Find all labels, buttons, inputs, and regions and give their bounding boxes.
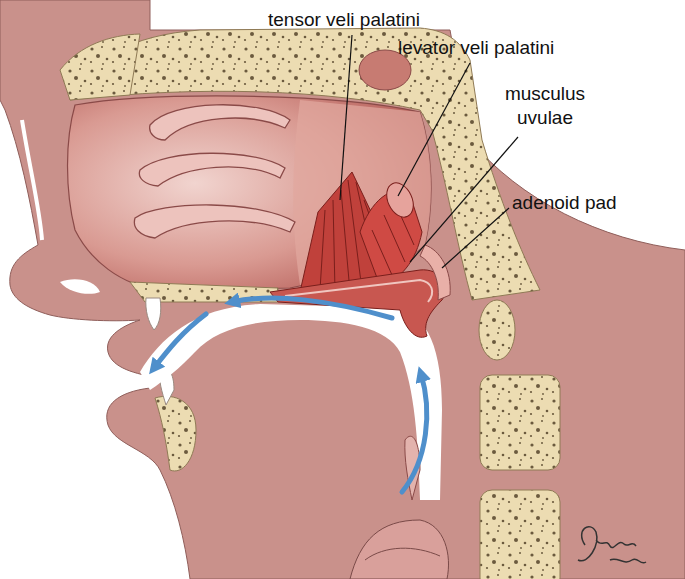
leader-line xyxy=(340,35,518,268)
soft-palate xyxy=(270,270,446,337)
vertebra xyxy=(480,375,560,470)
airflow-arrow xyxy=(154,298,427,492)
upper-tooth xyxy=(146,298,161,330)
vertebra xyxy=(479,300,515,360)
turbinate xyxy=(134,205,295,238)
part-label: tensor veli palatini xyxy=(268,8,498,32)
nasal-cavity xyxy=(68,96,432,290)
vocal-fold xyxy=(365,548,440,560)
signature xyxy=(578,527,646,563)
nostril-line xyxy=(22,120,42,240)
mandible xyxy=(155,396,196,471)
turbinate xyxy=(150,105,290,140)
part-label: musculus uvulae xyxy=(490,82,600,130)
part-label: adenoid pad xyxy=(512,191,672,215)
airway xyxy=(140,304,442,500)
frontal-bone xyxy=(60,34,140,100)
part-label: levator veli palatini xyxy=(398,36,628,60)
levator-end xyxy=(382,179,419,222)
nostril xyxy=(60,279,100,294)
turbinate xyxy=(139,153,285,186)
adenoid-pad xyxy=(420,245,450,300)
larynx xyxy=(350,520,449,579)
vertebra xyxy=(480,490,560,579)
